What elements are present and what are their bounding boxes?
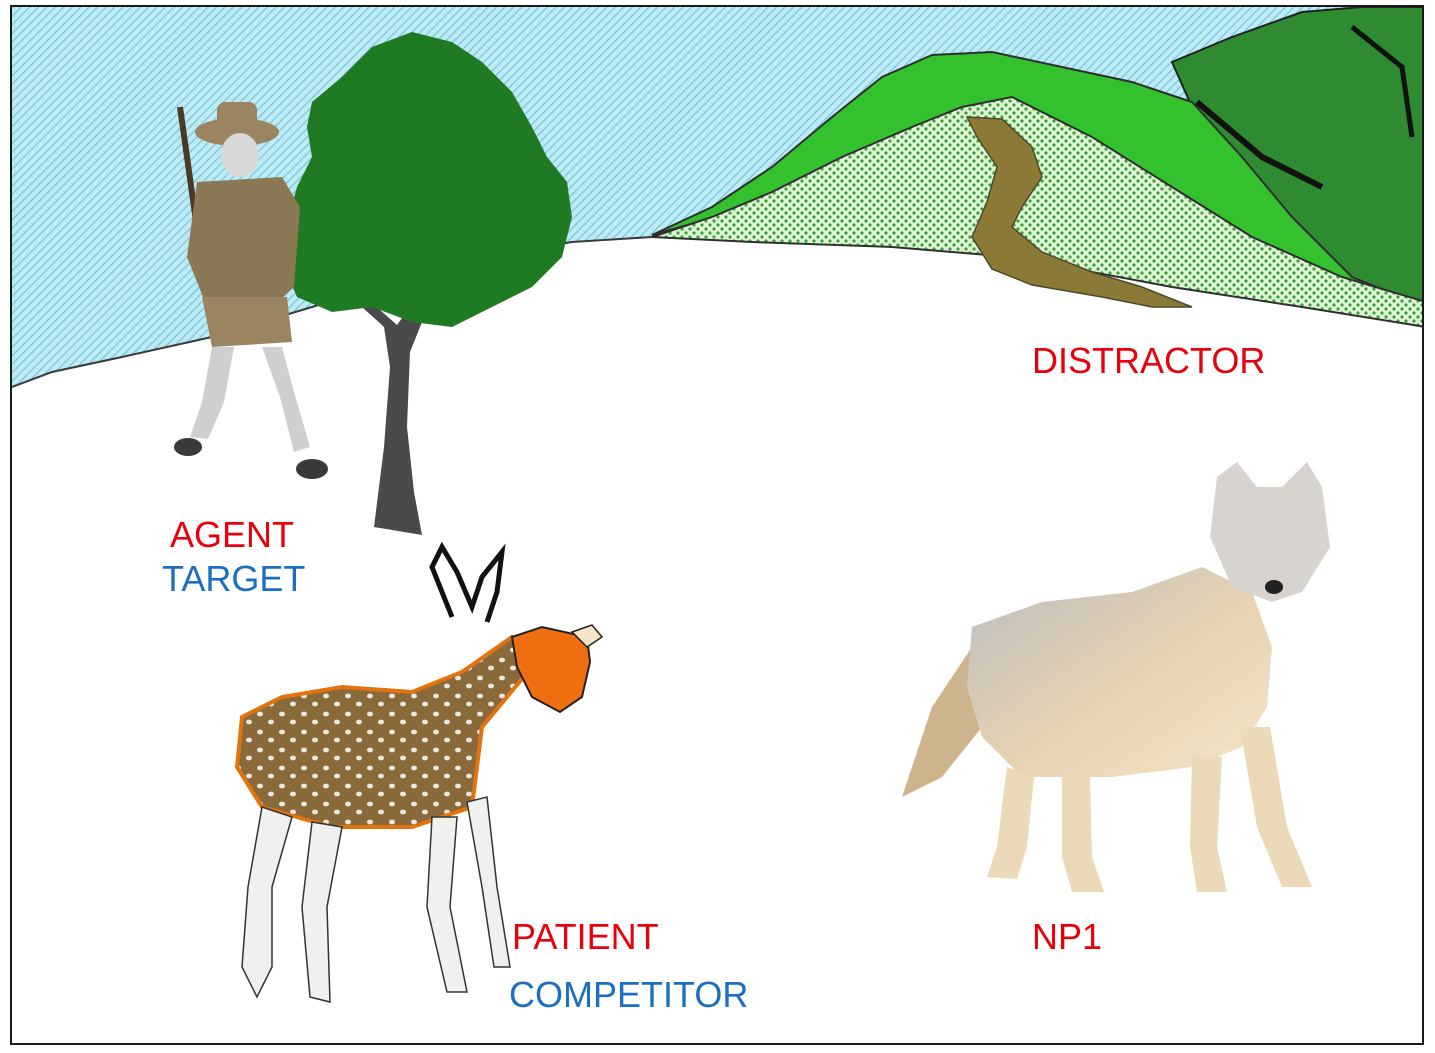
deer-head <box>512 627 590 712</box>
np1-label: NP1 <box>1032 917 1102 957</box>
tree-trunk <box>362 297 444 535</box>
wolf-figure <box>902 462 1330 892</box>
agent-label: AGENT <box>170 515 294 555</box>
patient-label: PATIENT <box>512 917 659 957</box>
target-label: TARGET <box>162 559 305 599</box>
deer-antlers <box>432 547 502 622</box>
wolf-body <box>967 567 1272 777</box>
distractor-label: DISTRACTOR <box>1032 341 1265 381</box>
scene-frame: AGENT TARGET DISTRACTOR PATIENT COMPETIT… <box>10 5 1424 1045</box>
competitor-label: COMPETITOR <box>509 975 748 1015</box>
